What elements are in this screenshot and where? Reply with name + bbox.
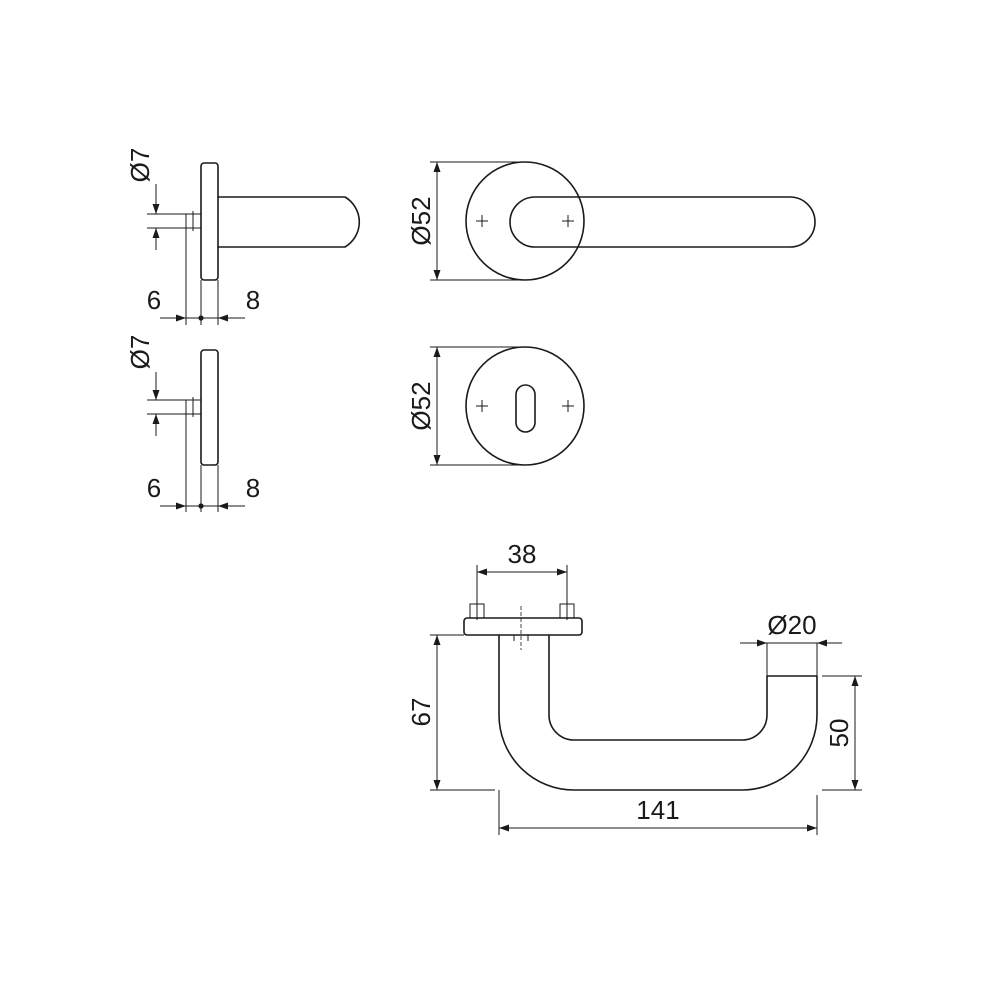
rose-diameter-label-2: Ø52 — [406, 381, 436, 430]
screw-mark-icon — [562, 400, 574, 412]
front-view-handle: Ø52 — [406, 161, 816, 281]
top-view-lever: 38 Ø20 67 50 141 — [406, 539, 862, 835]
rose-left-label-1: 6 — [147, 285, 161, 315]
screw-mark-icon — [476, 400, 488, 412]
side-view-handle: Ø7 6 8 — [125, 148, 361, 325]
rose-left-label-2: 6 — [147, 473, 161, 503]
keyhole — [515, 384, 536, 433]
front-view-escutcheon: Ø52 — [406, 346, 585, 466]
rose-right-label-2: 8 — [246, 473, 260, 503]
rose-right-label-1: 8 — [246, 285, 260, 315]
side-view-escutcheon: Ø7 6 8 — [125, 335, 260, 512]
screw-mark-icon — [476, 215, 488, 227]
lever-diameter-label: Ø20 — [767, 610, 816, 640]
pin-diameter-label-2: Ø7 — [125, 335, 155, 370]
rose-diameter-label-1: Ø52 — [406, 196, 436, 245]
lever-height-label: 67 — [406, 698, 436, 727]
screw-mark-icon — [562, 215, 574, 227]
lever-length-label: 141 — [636, 795, 679, 825]
lever-offset-label: 50 — [824, 719, 854, 748]
pin-diameter-label-1: Ø7 — [125, 148, 155, 183]
screw-spacing-label: 38 — [508, 539, 537, 569]
